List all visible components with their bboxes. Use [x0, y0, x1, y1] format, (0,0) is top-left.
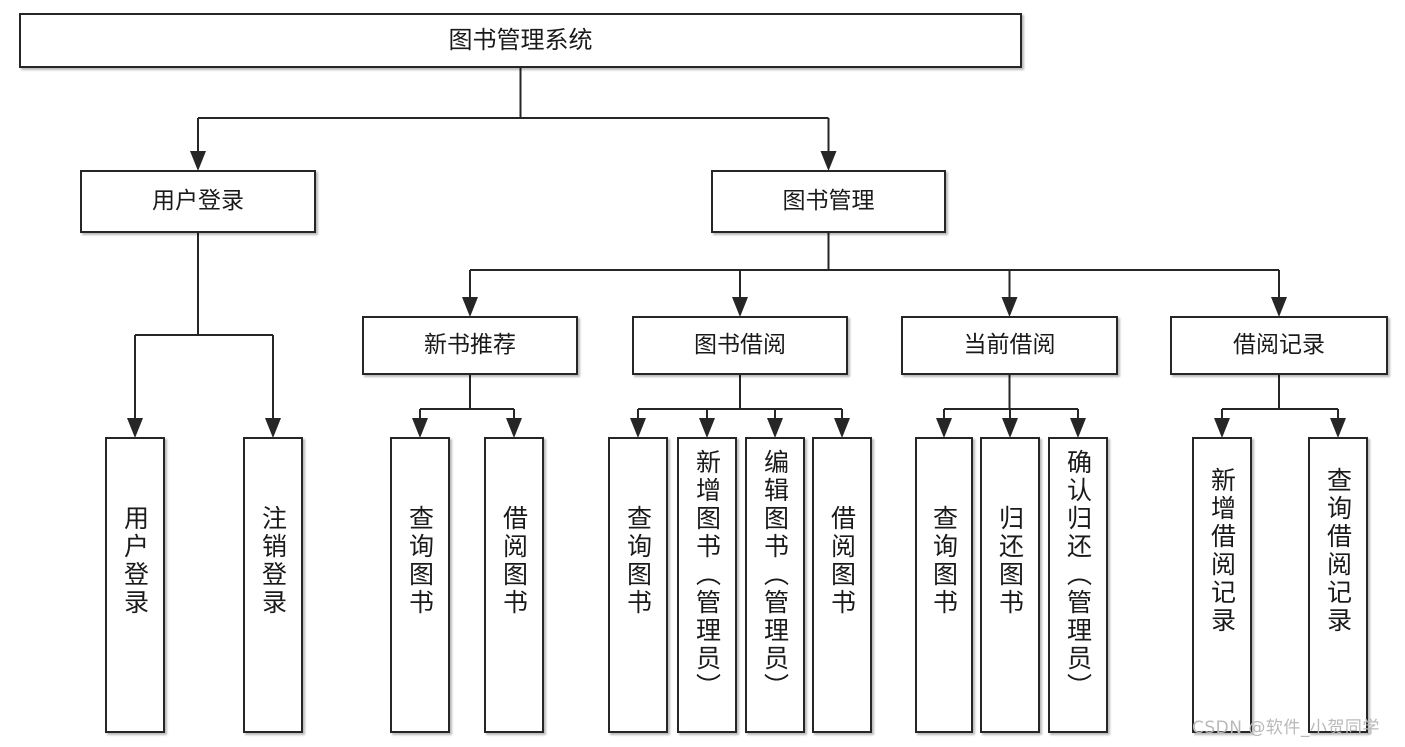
- node-leaf-borrow-book-2[interactable]: 借阅图书: [812, 437, 872, 733]
- node-label-leaf-query-book-3: 查询图书: [929, 505, 959, 617]
- node-label-leaf-logout: 注销登录: [258, 505, 288, 617]
- arrowhead-book-manage-3: [1271, 297, 1287, 317]
- node-leaf-logout[interactable]: 注销登录: [243, 437, 303, 733]
- node-book-manage[interactable]: 图书管理: [711, 170, 946, 233]
- node-label-book-borrow: 图书借阅: [694, 331, 786, 358]
- arrowhead-current-borrow-1: [1002, 418, 1018, 438]
- node-label-leaf-query-record: 查询借阅记录: [1323, 467, 1353, 635]
- node-label-book-manage: 图书管理: [782, 187, 875, 214]
- arrowhead-book-borrow-3: [834, 418, 850, 438]
- node-leaf-add-record[interactable]: 新增借阅记录: [1192, 437, 1252, 733]
- node-leaf-query-book-2[interactable]: 查询图书: [608, 437, 668, 733]
- node-label-leaf-query-book-1: 查询图书: [405, 505, 435, 617]
- node-leaf-query-book-1[interactable]: 查询图书: [390, 437, 450, 733]
- node-leaf-query-record[interactable]: 查询借阅记录: [1308, 437, 1368, 733]
- arrowhead-borrow-record-1: [1330, 418, 1346, 438]
- node-leaf-return-book[interactable]: 归还图书: [980, 437, 1040, 733]
- arrowhead-book-manage-2: [1001, 297, 1018, 317]
- node-label-leaf-query-book-2: 查询图书: [623, 505, 653, 617]
- node-borrow-record[interactable]: 借阅记录: [1170, 316, 1388, 375]
- arrowhead-book-borrow-0: [630, 418, 646, 438]
- arrowhead-book-manage-1: [732, 297, 748, 317]
- arrowhead-new-book-rec-1: [506, 418, 522, 438]
- node-label-current-borrow: 当前借阅: [963, 331, 1056, 358]
- arrowhead-new-book-rec-0: [412, 418, 428, 438]
- arrowhead-current-borrow-0: [936, 418, 952, 438]
- arrowhead-root-1: [820, 151, 837, 171]
- arrowhead-book-manage-0: [462, 297, 478, 317]
- node-label-leaf-borrow-book-2: 借阅图书: [827, 505, 857, 617]
- node-label-leaf-borrow-book-1: 借阅图书: [499, 505, 529, 617]
- node-label-user-login: 用户登录: [152, 187, 244, 214]
- arrowhead-book-borrow-2: [767, 418, 783, 438]
- node-leaf-edit-book[interactable]: 编辑图书（管理员）: [745, 437, 805, 733]
- node-label-new-book-rec: 新书推荐: [424, 331, 516, 358]
- node-leaf-add-book[interactable]: 新增图书（管理员）: [677, 437, 737, 733]
- node-label-root: 图书管理系统: [448, 26, 593, 55]
- node-label-leaf-user-login: 用户登录: [120, 505, 150, 617]
- node-current-borrow[interactable]: 当前借阅: [901, 316, 1118, 375]
- arrowhead-borrow-record-0: [1214, 418, 1230, 438]
- node-label-leaf-add-book: 新增图书（管理员）: [692, 449, 722, 701]
- node-leaf-user-login[interactable]: 用户登录: [105, 437, 165, 733]
- arrowhead-book-borrow-1: [699, 418, 715, 438]
- node-book-borrow[interactable]: 图书借阅: [632, 316, 848, 375]
- node-user-login[interactable]: 用户登录: [80, 170, 316, 233]
- arrowhead-user-login-0: [127, 418, 143, 438]
- node-leaf-borrow-book-1[interactable]: 借阅图书: [484, 437, 544, 733]
- node-leaf-query-book-3[interactable]: 查询图书: [915, 437, 973, 733]
- node-label-leaf-add-record: 新增借阅记录: [1207, 467, 1237, 635]
- node-label-leaf-return-book: 归还图书: [995, 505, 1025, 617]
- node-root[interactable]: 图书管理系统: [19, 13, 1022, 68]
- node-label-borrow-record: 借阅记录: [1233, 331, 1325, 358]
- node-leaf-confirm-ret[interactable]: 确认归还（管理员）: [1048, 437, 1108, 733]
- node-label-leaf-confirm-ret: 确认归还（管理员）: [1063, 449, 1093, 701]
- csdn-watermark: CSDN @软件_小贺同学: [1192, 718, 1380, 738]
- arrowhead-root-0: [190, 151, 206, 171]
- node-new-book-rec[interactable]: 新书推荐: [362, 316, 578, 375]
- arrowhead-user-login-1: [265, 418, 281, 438]
- arrowhead-current-borrow-2: [1070, 418, 1086, 438]
- node-label-leaf-edit-book: 编辑图书（管理员）: [760, 449, 790, 701]
